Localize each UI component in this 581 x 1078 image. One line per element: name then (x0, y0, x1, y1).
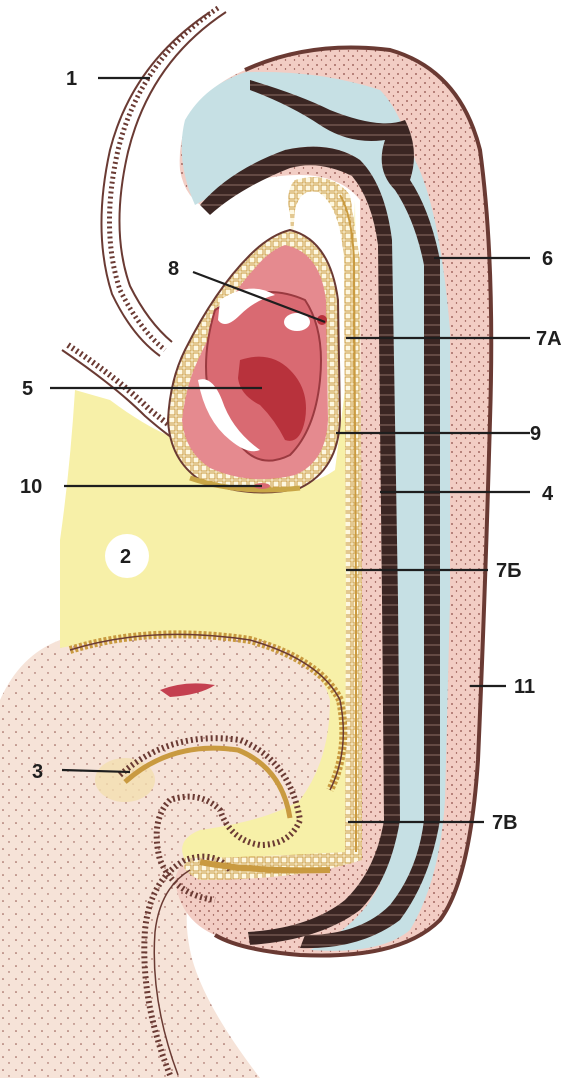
label-7b: 7Б (496, 560, 522, 582)
label-8: 8 (168, 258, 179, 280)
label-4: 4 (542, 483, 554, 505)
label-7a: 7А (536, 328, 562, 350)
label-6: 6 (542, 248, 553, 270)
label-9: 9 (530, 423, 541, 445)
label-10: 10 (20, 476, 42, 498)
label-1: 1 (66, 68, 77, 90)
label-7v: 7В (492, 812, 518, 834)
label-5: 5 (22, 378, 33, 400)
label-3: 3 (32, 761, 43, 783)
label-2: 2 (120, 546, 131, 568)
label-11: 11 (514, 676, 535, 698)
